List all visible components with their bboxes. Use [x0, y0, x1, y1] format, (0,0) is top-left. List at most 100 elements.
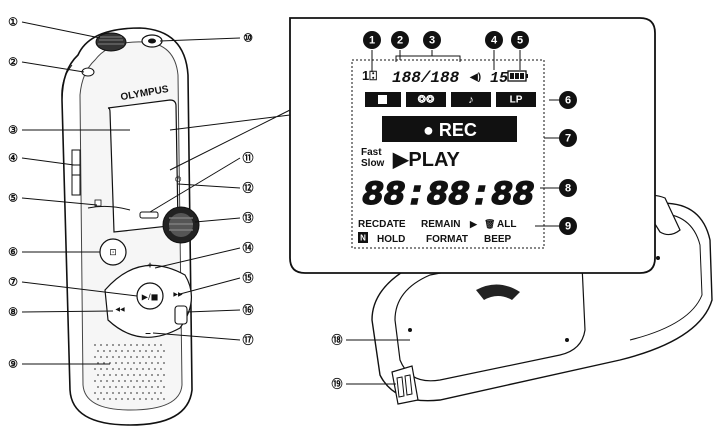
rec-indicator-text: ● REC — [423, 120, 477, 140]
svg-text:⑩: ⑩ — [243, 33, 253, 45]
hold-label: HOLD — [377, 234, 405, 245]
ff-button-label: ▶▶ — [173, 291, 183, 298]
speaker-hole — [100, 368, 102, 370]
speaker-hole — [124, 380, 126, 382]
svg-text:②: ② — [8, 57, 18, 69]
speaker-hole — [136, 392, 138, 394]
speaker-hole — [157, 374, 159, 376]
speaker-hole — [157, 362, 159, 364]
svg-text:4: 4 — [491, 35, 498, 47]
speaker-hole — [142, 380, 144, 382]
speaker-hole — [163, 386, 165, 388]
speaker-hole — [118, 392, 120, 394]
speaker-hole — [136, 380, 138, 382]
speaker-hole — [148, 368, 150, 370]
speaker-hole — [136, 344, 138, 346]
speaker-hole — [133, 398, 135, 400]
speaker-grille-back — [476, 284, 520, 300]
device-callout-5: ⑤ — [8, 193, 18, 205]
speaker-hole — [118, 368, 120, 370]
file-counter: 188/188 — [392, 69, 460, 87]
display-callout-8: 8 — [559, 179, 577, 197]
speaker-hole — [151, 398, 153, 400]
device-front-view: OLYMPUS ⏻ ⊡ + – ▶▶ ◀◀ — [61, 27, 200, 426]
n-badge-label: N — [360, 234, 366, 243]
speaker-hole — [157, 386, 159, 388]
device-callout-14: ⑭ — [243, 241, 254, 255]
svg-text:5: 5 — [517, 35, 523, 47]
speaker-hole — [142, 356, 144, 358]
display-callout-3: 3 — [423, 31, 441, 49]
speaker-hole — [127, 398, 129, 400]
display-callout-5: 5 — [511, 31, 529, 49]
speaker-hole — [130, 392, 132, 394]
speaker-hole — [130, 380, 132, 382]
speaker-hole — [109, 374, 111, 376]
display-callout-1: 1 — [363, 31, 381, 49]
speaker-hole — [103, 398, 105, 400]
device-callout-13: ⑬ — [243, 211, 254, 225]
speaker-hole — [94, 380, 96, 382]
speaker-hole — [145, 362, 147, 364]
speaker-hole — [157, 398, 159, 400]
svg-text:6: 6 — [565, 95, 571, 107]
n-badge — [358, 232, 368, 243]
speaker-hole — [115, 374, 117, 376]
speaker-hole — [142, 368, 144, 370]
headphone-jack-top — [141, 34, 163, 48]
speaker-hole — [127, 350, 129, 352]
rec-button[interactable] — [162, 206, 200, 244]
speaker-hole — [106, 392, 108, 394]
speaker-hole — [139, 374, 141, 376]
speaker-hole — [97, 350, 99, 352]
speaker-hole — [139, 386, 141, 388]
speaker-hole — [142, 392, 144, 394]
control-pad[interactable]: + – ▶▶ ◀◀ ▶/■ — [104, 260, 192, 339]
plus-button-label: + — [147, 260, 152, 270]
speaker-hole — [154, 380, 156, 382]
speaker-hole — [154, 356, 156, 358]
speaker-hole — [94, 392, 96, 394]
device-callout-19: ⑲ — [332, 377, 343, 391]
speaker-hole — [124, 356, 126, 358]
device-callout-9: ⑨ — [8, 359, 18, 371]
speaker-hole — [160, 344, 162, 346]
svg-text:①: ① — [8, 17, 18, 29]
speaker-hole — [112, 392, 114, 394]
device-callout-16: ⑯ — [243, 303, 254, 317]
speaker-hole — [112, 368, 114, 370]
minus-button-label: – — [145, 328, 151, 339]
display-callout-7: 7 — [559, 129, 577, 147]
note-mode-icon — [378, 95, 387, 104]
speaker-hole — [100, 392, 102, 394]
speaker-hole — [106, 380, 108, 382]
all-label: ALL — [497, 219, 516, 230]
speaker-hole — [109, 398, 111, 400]
trash-icon: 🗑 — [484, 219, 495, 230]
speaker-hole — [151, 362, 153, 364]
svg-text:⑫: ⑫ — [243, 181, 254, 195]
svg-text:9: 9 — [565, 221, 571, 233]
list-button[interactable] — [174, 305, 188, 325]
speaker-hole — [100, 356, 102, 358]
built-in-microphone — [95, 32, 127, 52]
speaker-hole — [133, 350, 135, 352]
rec-indicator-light — [139, 211, 159, 219]
speaker-hole — [163, 350, 165, 352]
speaker-hole — [154, 392, 156, 394]
speaker-hole — [130, 344, 132, 346]
speaker-hole — [100, 380, 102, 382]
erase-button[interactable]: ⊡ — [99, 238, 127, 266]
device-callout-15: ⑮ — [243, 271, 254, 285]
slow-label: Slow — [361, 158, 385, 169]
svg-text:⑰: ⑰ — [243, 333, 254, 347]
speaker-hole — [121, 386, 123, 388]
hold-switch[interactable] — [71, 149, 81, 196]
speaker-hole — [139, 350, 141, 352]
device-callout-11: ⑪ — [243, 151, 254, 165]
speaker-hole — [130, 368, 132, 370]
device-callout-4: ④ — [8, 153, 18, 165]
rec-indicator-bar — [382, 116, 517, 142]
beep-label: BEEP — [484, 234, 512, 245]
